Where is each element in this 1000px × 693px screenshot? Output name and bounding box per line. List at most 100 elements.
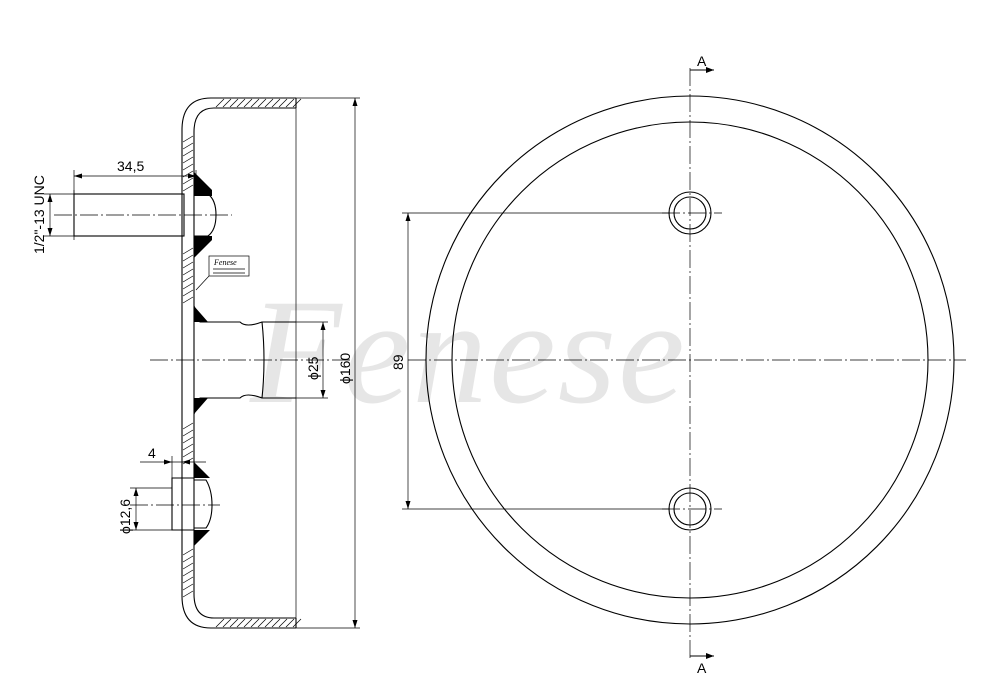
pin-insert [194, 479, 213, 529]
threaded-stud [54, 172, 232, 258]
arrow [182, 459, 190, 465]
dim-hole-spacing-text: 89 [390, 354, 406, 370]
shell-hatching [182, 98, 302, 628]
hatch-line [215, 98, 225, 108]
central-hub [150, 305, 350, 415]
hatch-line [236, 98, 246, 108]
section-mark-top-label: A [697, 53, 707, 69]
hatch-line [182, 289, 194, 297]
dim-thread-text: 1/2"-13 UNC [31, 175, 47, 254]
dim-pin: ϕ12,6 [117, 487, 172, 534]
hatch-line [182, 422, 194, 430]
dim-outer: ϕ160 [296, 97, 360, 629]
hatch-line [243, 618, 253, 628]
hatch-line [292, 98, 302, 108]
dim-pin-offset-text: 4 [148, 445, 156, 461]
hatch-line [182, 177, 194, 185]
hatch-line [222, 618, 232, 628]
label-plate-brand: Fenese [213, 258, 237, 267]
arrow [133, 522, 139, 530]
hatch-line [257, 98, 267, 108]
hatch-line [182, 569, 194, 577]
side-view: Fenese 34,5 1/2"-13 UNC [31, 97, 360, 629]
weld-bottom [194, 236, 212, 258]
label-plate-leader [195, 275, 210, 291]
section-mark-bottom: A [690, 653, 714, 676]
dim-outer-text: ϕ160 [337, 353, 353, 384]
hatch-line [182, 450, 194, 458]
hatch-line [229, 98, 239, 108]
lower-pin [130, 462, 220, 546]
arrow [47, 194, 53, 202]
pin-weld-top [194, 462, 210, 478]
arrow [405, 213, 411, 221]
arrow [405, 501, 411, 509]
arrow [320, 390, 326, 398]
hatch-line [215, 618, 225, 628]
arrow [133, 488, 139, 496]
hatch-line [229, 618, 239, 628]
hatch-line [182, 247, 194, 255]
hub-top-edge [193, 305, 296, 326]
hub-bottom-edge [193, 394, 296, 415]
hatch-line [182, 268, 194, 276]
hatch-line [182, 296, 194, 304]
front-view: 89 A A [390, 53, 966, 676]
shell-inner-outline [193, 107, 296, 619]
hatch-line [182, 583, 194, 591]
hub-weld-top [194, 306, 208, 322]
watermark: Fenese [249, 269, 687, 435]
hatch-line [182, 548, 194, 556]
hatch-line [271, 98, 281, 108]
hatch-line [182, 282, 194, 290]
section-mark-top: A [690, 53, 714, 73]
hatch-line [264, 98, 274, 108]
dim-pin-text: ϕ12,6 [117, 499, 133, 534]
arrow [320, 322, 326, 330]
arrow [188, 173, 196, 179]
hatch-line [182, 562, 194, 570]
hatch-line [236, 618, 246, 628]
hatch-line [278, 98, 288, 108]
hatch-line [243, 98, 253, 108]
hatch-line [182, 156, 194, 164]
hatch-line [182, 149, 194, 157]
dim-hole-spacing: 89 [390, 212, 670, 510]
hatch-line [264, 618, 274, 628]
hatch-line [182, 275, 194, 283]
arrow [352, 98, 358, 106]
hatch-line [271, 618, 281, 628]
hatch-line [285, 618, 295, 628]
pin-weld-bottom [194, 530, 210, 546]
hatch-line [182, 254, 194, 262]
hatch-line [182, 429, 194, 437]
hatch-line [257, 618, 267, 628]
dim-thread-length: 34,5 [73, 158, 197, 194]
hatch-line [182, 590, 194, 598]
hatch-line [182, 163, 194, 171]
arrow [352, 620, 358, 628]
hatch-line [182, 576, 194, 584]
section-arrow-head [706, 653, 714, 659]
dim-hub-text: ϕ25 [305, 356, 321, 380]
hatch-line [182, 261, 194, 269]
dim-pin-offset: 4 [140, 445, 206, 478]
arrow [47, 228, 53, 236]
shell-outline [181, 97, 296, 629]
arrow [164, 459, 172, 465]
hatch-line [285, 98, 295, 108]
hatch-line [182, 443, 194, 451]
hole-bottom [662, 487, 722, 531]
hole-top [662, 191, 722, 235]
arrow [74, 173, 82, 179]
hatch-line [182, 436, 194, 444]
dim-thread-length-text: 34,5 [117, 158, 144, 174]
hatch-line [182, 135, 194, 143]
pin-body [171, 477, 194, 531]
hatch-line [182, 184, 194, 192]
weld-top [194, 172, 212, 196]
dim-thread: 1/2"-13 UNC [31, 175, 74, 254]
hub-weld-bottom [194, 398, 208, 414]
hatch-line [182, 555, 194, 563]
